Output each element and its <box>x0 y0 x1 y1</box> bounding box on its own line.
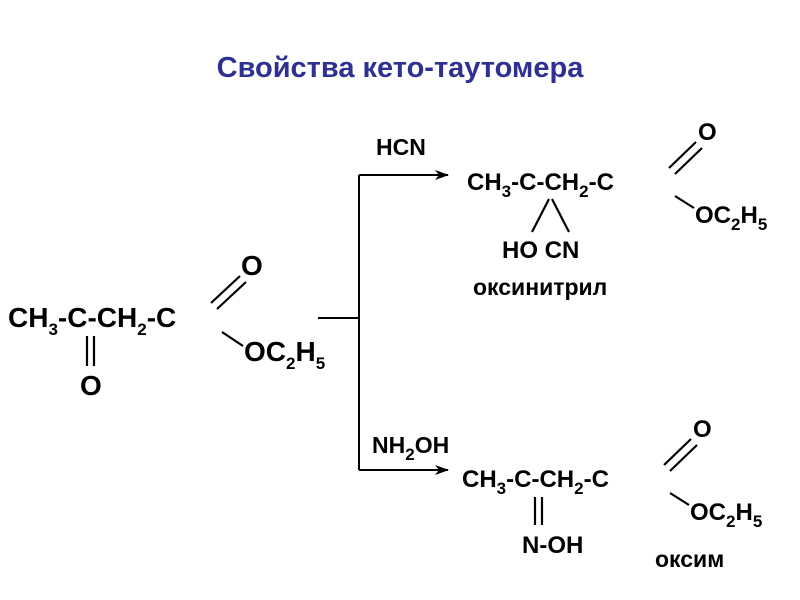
page-title: Свойства кето-таутомера <box>216 52 584 84</box>
top-product-chain: CH3-C-CH2-C <box>467 169 614 201</box>
bottom-ester-bond <box>669 492 690 506</box>
reactant-keto-oxygen: O <box>80 370 102 401</box>
reactant-molecule: CH3-C-CH2-C O OC2H5 O <box>8 250 325 401</box>
branch-arrows: HCN NH2OH <box>318 134 449 475</box>
bottom-carbonyl-bond-1 <box>663 438 692 466</box>
bottom-product-ester-group: OC2H5 <box>690 499 762 531</box>
top-bond-to-ho <box>531 198 550 233</box>
reactant-ester-group: OC2H5 <box>244 336 325 373</box>
top-product-name: оксинитрил <box>473 274 607 300</box>
reactant-carbonyl-bond-1 <box>210 275 241 304</box>
top-product-carbonyl-oxygen: O <box>698 119 717 146</box>
reagent-hydroxylamine: NH2OH <box>372 432 449 464</box>
bottom-product-substituent: N-OH <box>522 532 583 559</box>
reactant-carbonyl-bond-2 <box>216 281 247 310</box>
top-carbonyl-bond-1 <box>668 141 697 169</box>
reactant-ester-bond <box>221 331 244 347</box>
bottom-product-name: оксим <box>655 546 724 572</box>
reagent-hcn: HCN <box>376 134 426 160</box>
reactant-carbonyl-oxygen: O <box>241 250 263 281</box>
top-ester-bond <box>674 195 695 209</box>
top-carbonyl-bond-2 <box>674 147 703 175</box>
product-oxynitrile: CH3-C-CH2-C O OC2H5 HO CN оксинитрил <box>467 119 767 300</box>
bottom-product-carbonyl-oxygen: O <box>693 416 712 443</box>
product-oxime: CH3-C-CH2-C O OC2H5 N-OH оксим <box>462 416 762 572</box>
top-bond-to-cn <box>551 198 570 233</box>
bottom-product-chain: CH3-C-CH2-C <box>462 466 609 498</box>
top-product-ester-group: OC2H5 <box>695 202 767 234</box>
bottom-carbonyl-bond-2 <box>669 444 698 472</box>
reactant-chain: CH3-C-CH2-C <box>8 302 176 339</box>
top-product-substituents: HO CN <box>502 237 579 264</box>
